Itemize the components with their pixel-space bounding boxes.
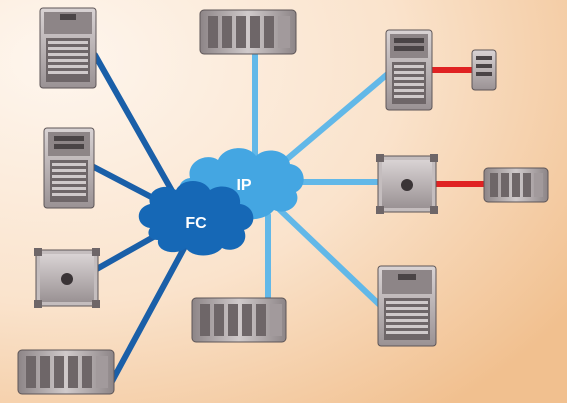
tower-server-icon <box>377 265 437 347</box>
fc-cloud-label: FC <box>185 215 207 232</box>
mac-pro-icon <box>376 154 438 214</box>
fc-link <box>92 52 183 208</box>
fc-link <box>107 225 198 388</box>
disk-array-icon <box>199 9 297 55</box>
ip-cloud-label: IP <box>236 177 251 194</box>
mac-pro-icon <box>34 248 100 308</box>
tower-server-icon <box>39 7 97 89</box>
fc-cloud: FC <box>138 181 254 256</box>
fc-links <box>87 52 198 388</box>
disk-array-icon <box>191 297 287 343</box>
direct-links <box>430 67 486 187</box>
tape-drive-icon <box>471 49 497 91</box>
disk-array-icon <box>483 167 549 203</box>
ip-link <box>277 69 393 168</box>
tower-server-icon <box>385 29 433 111</box>
disk-array-icon <box>17 349 115 395</box>
ip-link <box>277 207 388 313</box>
tower-server-icon <box>43 127 95 209</box>
ip-links <box>252 52 393 313</box>
